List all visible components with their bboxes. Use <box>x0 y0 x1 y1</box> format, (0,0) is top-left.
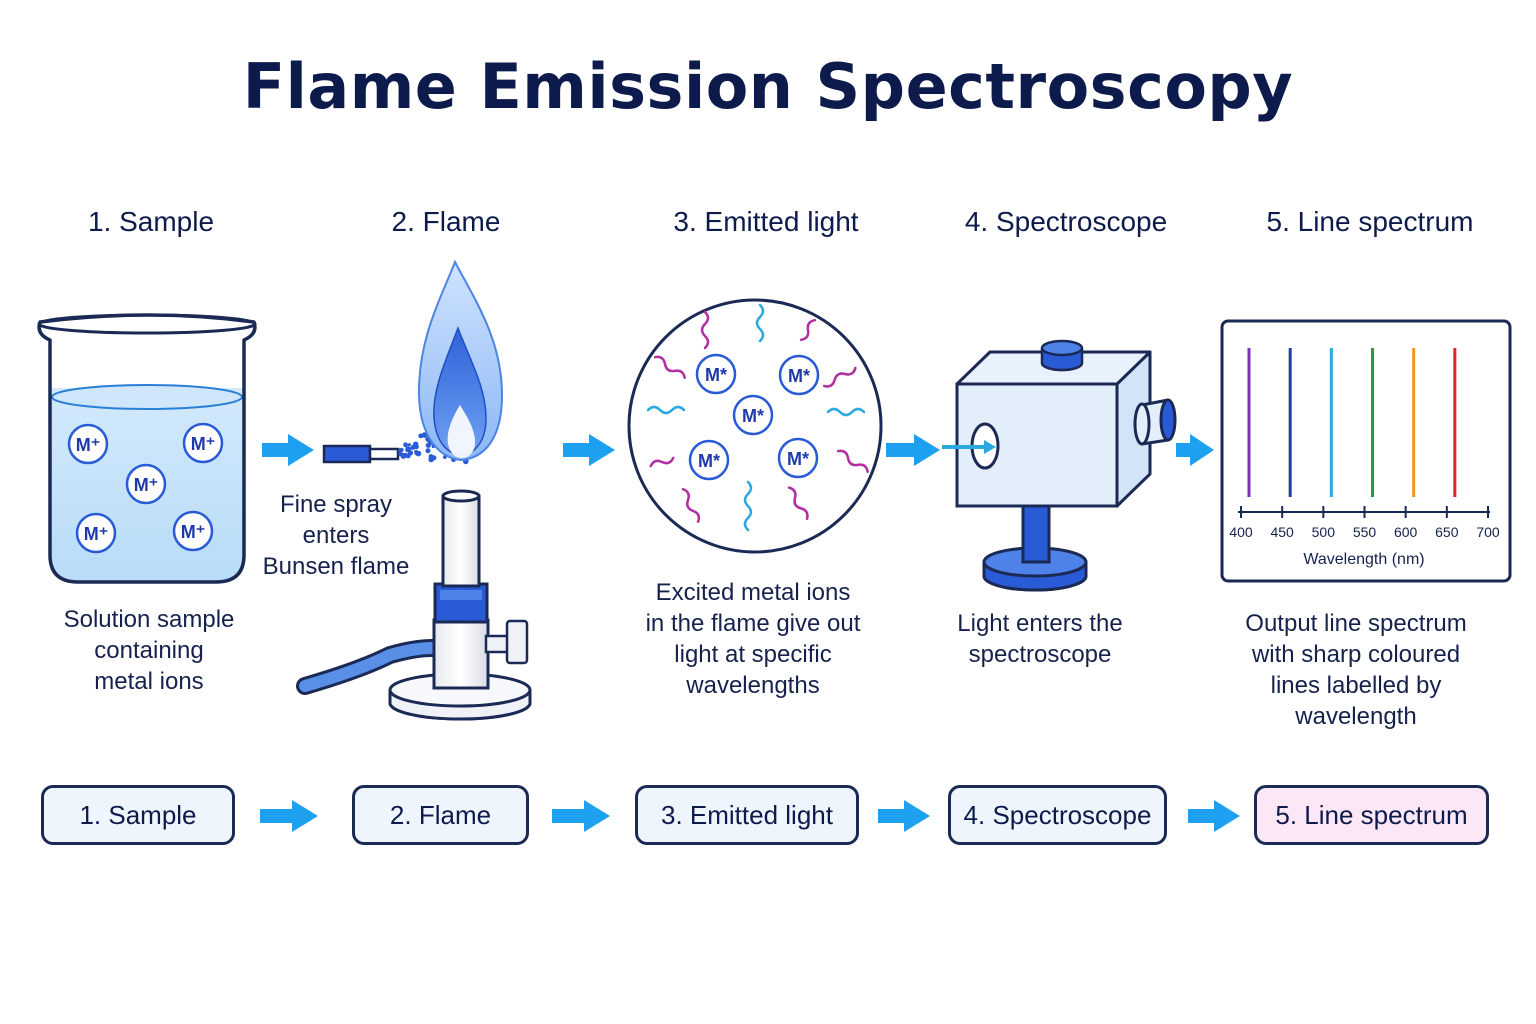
droplet <box>403 443 408 448</box>
ion: M* <box>688 439 730 481</box>
svg-text:M⁺: M⁺ <box>84 524 109 544</box>
excited-ions: M* M* M* M* M* <box>688 353 820 481</box>
ion: M⁺ <box>172 510 214 552</box>
flow-step-emitted-light: 3. Emitted light <box>635 785 859 845</box>
beaker-ions: M⁺ M⁺ M⁺ M⁺ M⁺ <box>67 422 224 554</box>
caption-line: Excited metal ions <box>655 579 851 606</box>
flow-step-flame: 2. Flame <box>352 785 529 845</box>
ion: M* <box>732 394 774 436</box>
arrow-icon <box>262 434 314 466</box>
caption-line: in the flame give out <box>645 610 861 637</box>
svg-text:M*: M* <box>742 406 764 426</box>
tick-label: 700 <box>1476 524 1500 540</box>
step-4-caption: Light enters the spectroscope <box>900 608 1180 670</box>
step-3-caption: Excited metal ions in the flame give out… <box>600 577 906 701</box>
arrow-icon <box>563 434 615 466</box>
caption-line: lines labelled by <box>1270 672 1442 699</box>
arrow-icon <box>260 800 318 832</box>
droplet <box>398 451 403 457</box>
droplet <box>405 453 411 459</box>
caption-line: wavelength <box>1295 703 1417 730</box>
droplet <box>413 441 419 447</box>
ion: M* <box>778 354 820 396</box>
svg-text:M*: M* <box>788 366 810 386</box>
svg-text:M⁺: M⁺ <box>134 475 159 495</box>
page-title: Flame Emission Spectroscopy <box>242 50 1294 123</box>
svg-text:M*: M* <box>705 365 727 385</box>
caption-line: light at specific <box>674 641 832 668</box>
caption-line: Output line spectrum <box>1245 610 1467 637</box>
tick-label: 550 <box>1353 524 1377 540</box>
flow-step-sample: 1. Sample <box>41 785 235 845</box>
flame-icon <box>417 259 504 462</box>
arrow-icon <box>878 800 930 832</box>
flow-step-spectroscope: 4. Spectroscope <box>948 785 1167 845</box>
tick-label: 450 <box>1270 524 1294 540</box>
ion: M* <box>695 353 737 395</box>
arrow-icon <box>886 434 940 466</box>
step-2-caption: Fine spray enters Bunsen flame <box>236 489 436 582</box>
step-5-title: 5. Line spectrum <box>1266 206 1474 237</box>
svg-text:M⁺: M⁺ <box>181 522 206 542</box>
tick-label: 600 <box>1394 524 1418 540</box>
caption-line: Solution sample <box>63 606 235 633</box>
bunsen-burner-icon <box>296 489 532 721</box>
caption-line: metal ions <box>94 668 204 695</box>
droplet <box>405 447 410 453</box>
step-3-title: 3. Emitted light <box>673 206 859 237</box>
step-5-caption: Output line spectrum with sharp coloured… <box>1206 608 1506 732</box>
droplet <box>428 456 435 463</box>
emitted-light-waves <box>646 303 869 532</box>
step-1-title: 1. Sample <box>87 206 215 237</box>
spectroscope-icon <box>942 339 1177 592</box>
caption-line: containing <box>94 637 204 664</box>
svg-text:M*: M* <box>698 451 720 471</box>
droplet <box>425 448 431 454</box>
caption-line: Bunsen flame <box>262 553 410 580</box>
step-2-title: 2. Flame <box>391 206 501 237</box>
spectrum-lines <box>1247 348 1457 497</box>
spectrum-panel: 400 450 500 550 600 650 700 Wavelength (nm) <box>1220 319 1512 583</box>
tick-label: 400 <box>1229 524 1253 540</box>
arrow-icon <box>1176 434 1214 466</box>
ion: M⁺ <box>182 422 224 464</box>
spectrum-ticks: 400 450 500 550 600 650 700 <box>1229 506 1500 540</box>
arrow-icon <box>552 800 610 832</box>
svg-text:M*: M* <box>787 449 809 469</box>
droplet <box>415 450 422 457</box>
caption-line: Light enters the <box>957 610 1123 637</box>
ion: M⁺ <box>75 512 117 554</box>
ion: M⁺ <box>67 423 109 465</box>
caption-line: wavelengths <box>686 672 820 699</box>
step-1-caption: Solution sample containing metal ions <box>0 604 298 697</box>
ion: M* <box>777 437 819 479</box>
droplet <box>425 442 431 448</box>
tick-label: 650 <box>1435 524 1459 540</box>
droplet <box>418 433 424 439</box>
droplet <box>398 448 403 454</box>
caption-line: enters <box>302 522 370 549</box>
arrow-icon <box>1188 800 1240 832</box>
droplet <box>407 443 411 447</box>
caption-line: Fine spray <box>279 491 393 518</box>
caption-line: spectroscope <box>968 641 1112 668</box>
ion: M⁺ <box>125 463 167 505</box>
spectrum-xlabel: Wavelength (nm) <box>1303 551 1424 568</box>
tick-label: 500 <box>1312 524 1336 540</box>
step-4-title: 4. Spectroscope <box>964 206 1168 237</box>
caption-line: with sharp coloured <box>1251 641 1461 668</box>
svg-text:M⁺: M⁺ <box>191 434 216 454</box>
svg-text:M⁺: M⁺ <box>76 435 101 455</box>
nozzle-icon <box>322 444 400 464</box>
flow-step-line-spectrum: 5. Line spectrum <box>1254 785 1489 845</box>
